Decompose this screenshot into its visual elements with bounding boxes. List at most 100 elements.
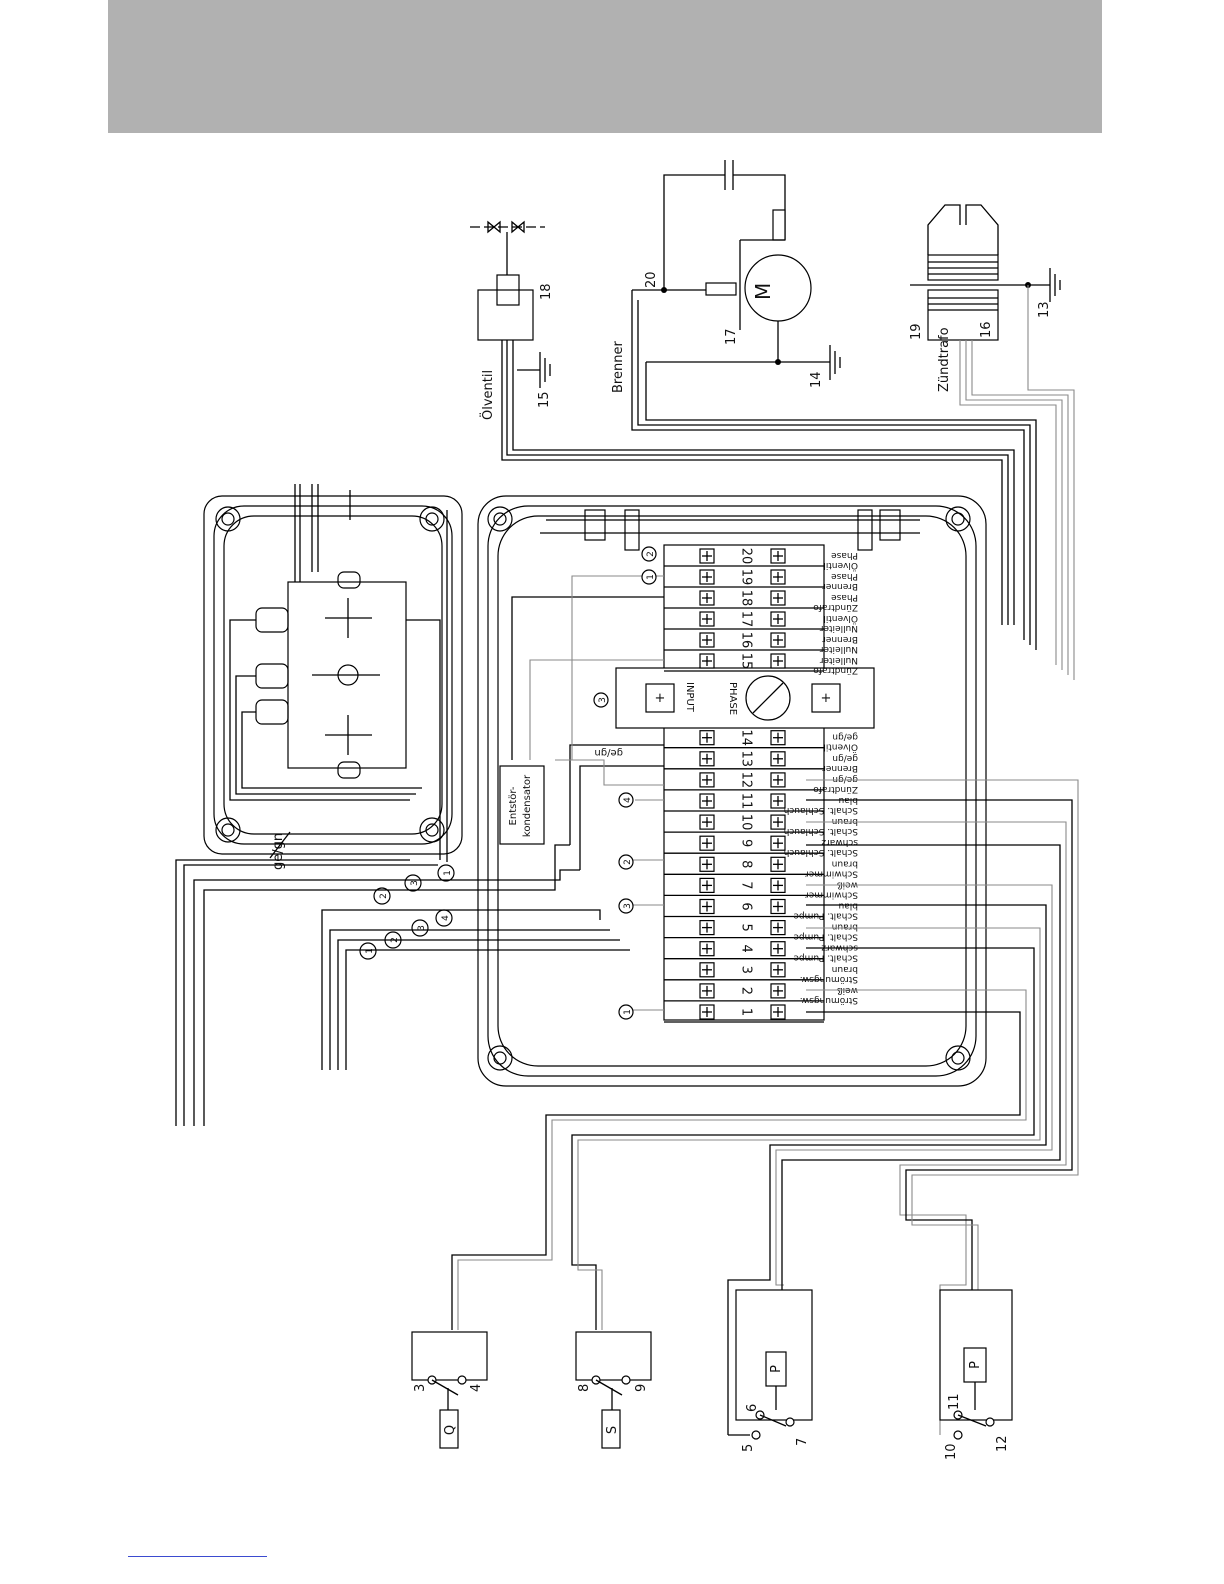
label-17: 17 (724, 328, 739, 345)
terminal-number: 14 (739, 729, 754, 746)
terminal-label: ge/gn (832, 732, 858, 742)
terminal-label: braun (832, 858, 858, 868)
bottom-cables (451, 779, 1079, 1435)
ignition-transformer: 19 16 13 Zündtrafo (909, 204, 1061, 392)
terminal-label: Schalt. Schlauch (784, 805, 858, 815)
terminal-number: 6 (739, 902, 754, 910)
terminal-number: 16 (739, 632, 754, 649)
label-13: 13 (1037, 301, 1052, 318)
svg-text:4: 4 (623, 797, 633, 803)
svg-text:3: 3 (417, 925, 427, 931)
terminal-number: 2 (739, 987, 754, 995)
terminal-number: 20 (739, 548, 754, 565)
label-q4: 4 (469, 1384, 484, 1392)
svg-text:3: 3 (623, 903, 633, 909)
svg-text:2: 2 (623, 859, 633, 865)
svg-text:4: 4 (441, 915, 451, 921)
sensor-s: S 8 9 (575, 1331, 652, 1449)
symbol-s: S (605, 1426, 620, 1434)
label-s9: 9 (634, 1384, 649, 1392)
terminal-label: Brenner (822, 581, 858, 591)
interference-capacitor (499, 765, 545, 845)
svg-text:1: 1 (623, 1009, 633, 1015)
terminal-label: Nulleiter (819, 644, 858, 654)
capacitor-plate (705, 282, 737, 296)
terminal-label: Nulleiter (819, 655, 858, 665)
terminal-number: 13 (739, 751, 754, 768)
label-20: 20 (644, 271, 659, 288)
terminal-label: Schalt. Schlauch (784, 826, 858, 836)
label-q3: 3 (413, 1384, 428, 1392)
label-p10: 10 (944, 1443, 959, 1460)
terminal-label: ge/gn (832, 753, 858, 763)
terminal-number: 10 (739, 814, 754, 831)
terminal-label: braun (832, 816, 858, 826)
valve-body (477, 289, 534, 341)
sensor-p1: P 6 5 7 (728, 1289, 813, 1452)
label-14: 14 (809, 371, 824, 388)
terminal-label: Schalt. Schlauch (784, 847, 858, 857)
terminal-number: 5 (739, 923, 754, 931)
burner-motor: M 20 17 Brenner 14 (611, 160, 841, 393)
terminal-number: 15 (739, 653, 754, 670)
capacitor-line2: kondensator (522, 774, 533, 837)
label-phase: PHASE (727, 682, 738, 715)
symbol-q: Q (443, 1425, 458, 1435)
label-15: 15 (537, 391, 552, 408)
terminal-label: ge/gn (832, 774, 858, 784)
terminal-number: 7 (739, 881, 754, 889)
sensor-p2: P 11 10 12 (939, 1289, 1013, 1460)
label-zuendtrafo: Zündtrafo (937, 327, 952, 392)
terminal-number: 17 (739, 611, 754, 628)
terminal-number: 11 (739, 793, 754, 810)
left-cables (175, 844, 630, 1126)
terminal-row: 1 (664, 1004, 824, 1023)
terminal-label: Schalt. Pumpe (793, 953, 858, 963)
terminal-number: 18 (739, 590, 754, 607)
label-p12: 12 (995, 1435, 1010, 1452)
svg-text:1: 1 (443, 870, 453, 876)
terminal-label: weiß (837, 879, 858, 889)
label-16: 16 (979, 321, 994, 338)
ge-gn-label: ge/gn (594, 747, 623, 758)
terminal-number: 3 (739, 966, 754, 974)
label-18: 18 (539, 283, 554, 300)
terminal-label: Schalt. Pumpe (793, 932, 858, 942)
sensor-q: Q 3 4 (411, 1331, 488, 1449)
label-p6: 6 (745, 1404, 760, 1412)
terminal-label: Schwimmer (805, 889, 858, 899)
label-input: INPUT (684, 682, 695, 713)
terminal-number: 1 (739, 1008, 754, 1016)
label-p5: 5 (741, 1444, 756, 1452)
capacitor-line1: Entstör- (508, 786, 519, 825)
terminal-label: Strömungsw. (800, 995, 858, 1005)
symbol-p2: P (968, 1361, 983, 1369)
svg-text:+: + (655, 691, 666, 706)
terminal-label: braun (832, 922, 858, 932)
terminal-label: Brenner (822, 634, 858, 644)
terminal-label: Ölventil (823, 742, 858, 753)
motor-symbol: M (751, 283, 775, 300)
left-plate: ge/gn (203, 484, 463, 870)
label-p7: 7 (795, 1438, 810, 1446)
terminal-number: 19 (739, 569, 754, 586)
label-oelventil: Ölventil (479, 370, 496, 420)
terminal-label: Schalt. Pumpe (793, 911, 858, 921)
terminal-number: 8 (739, 860, 754, 868)
